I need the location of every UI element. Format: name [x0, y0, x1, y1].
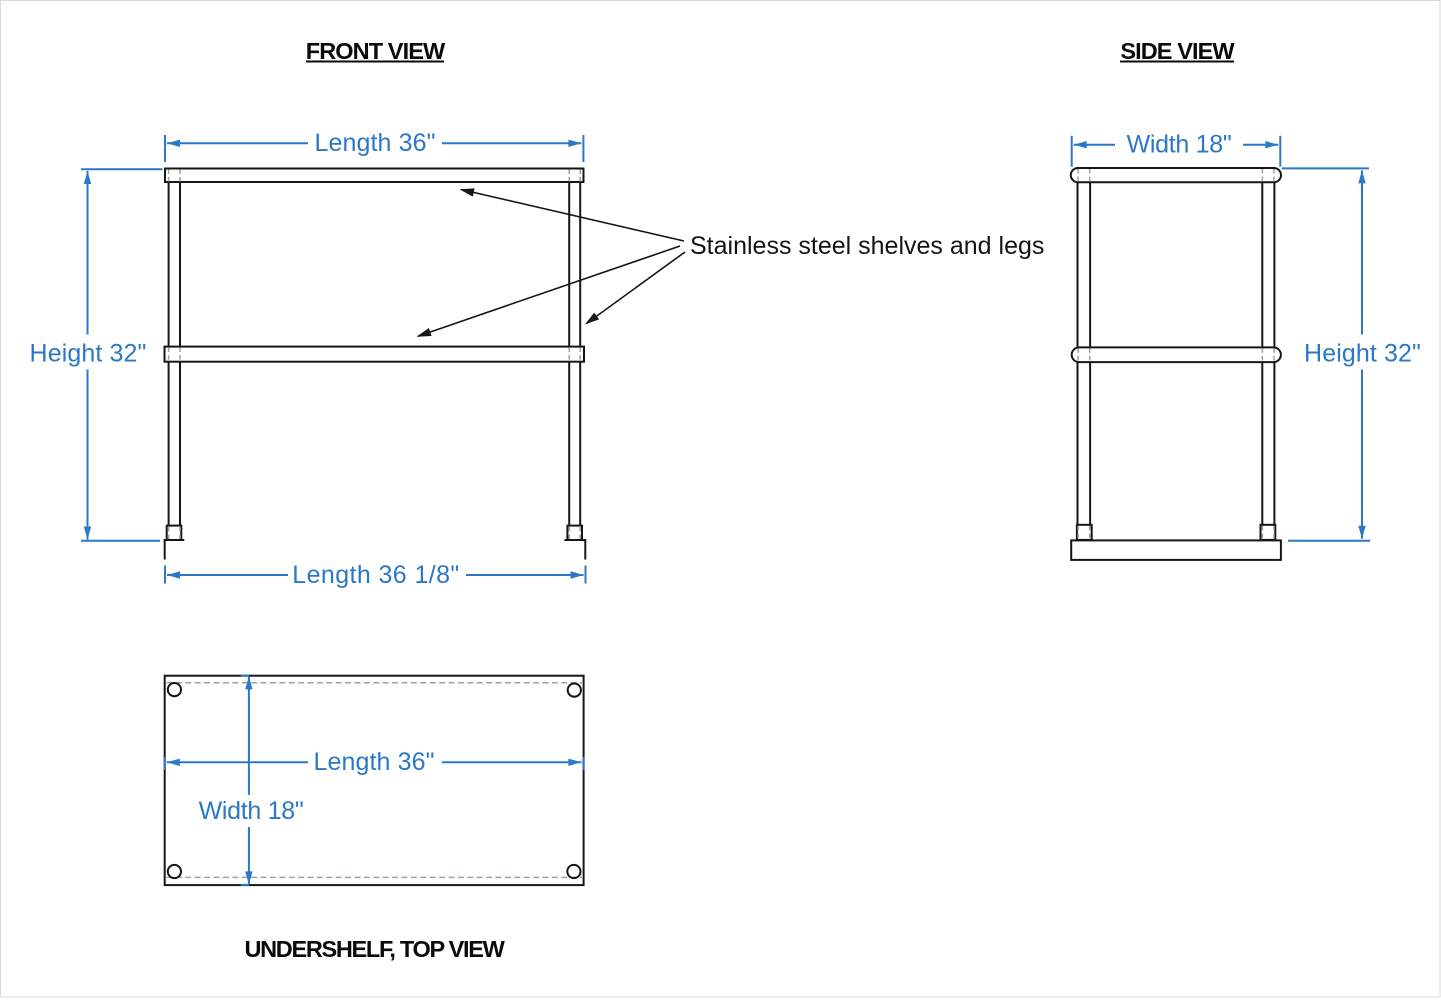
svg-text:Length 36": Length 36" [313, 748, 434, 776]
svg-text:Width 18": Width 18" [1127, 131, 1232, 159]
svg-text:FRONT VIEW: FRONT VIEW [306, 38, 446, 64]
svg-text:Height 32": Height 32" [1304, 340, 1421, 368]
svg-text:Height 32": Height 32" [30, 340, 147, 368]
svg-text:Length 36 1/8": Length 36 1/8" [292, 561, 459, 589]
svg-text:Length 36": Length 36" [314, 129, 435, 157]
svg-text:Stainless steel shelves and le: Stainless steel shelves and legs [690, 232, 1044, 260]
svg-text:SIDE VIEW: SIDE VIEW [1120, 38, 1235, 64]
svg-text:UNDERSHELF, TOP VIEW: UNDERSHELF, TOP VIEW [244, 936, 505, 962]
svg-text:Width 18": Width 18" [199, 797, 304, 825]
